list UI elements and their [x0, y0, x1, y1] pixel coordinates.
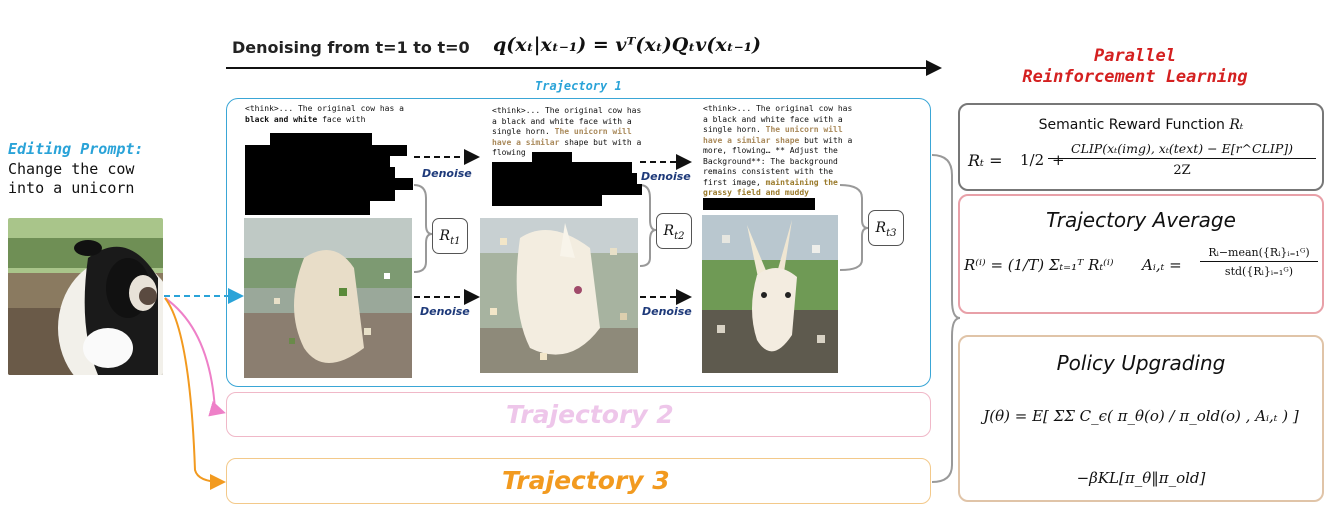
prompt-line-1: Change the cow: [8, 160, 135, 178]
arrow-to-trajectory-2: [164, 297, 226, 417]
policy-kl-term: −βKL[π_θ‖π_old]: [1076, 469, 1206, 487]
think-1-prefix: <think>... The original cow has a: [245, 104, 404, 113]
rl-title-line-2: Reinforcement Learning: [1022, 67, 1248, 87]
semantic-reward-panel: Semantic Reward Function Rₜ Rₜ = 1/2 + C…: [958, 103, 1324, 191]
source-cow-image: [8, 218, 163, 375]
trajectory-1-label: Trajectory 1: [535, 79, 622, 93]
semantic-reward-title-var: Rₜ: [1229, 117, 1244, 133]
denoise-label-image-1: Denoise: [420, 305, 470, 318]
reward-t2-sub: t2: [674, 230, 685, 242]
reward-t3-base: R: [875, 220, 887, 236]
denoise-image-step-1: [244, 218, 412, 378]
redaction-2b: [492, 162, 632, 173]
transition-formula: q(xₜ|xₜ₋₁) = vᵀ(xₜ)Qₜv(xₜ₋₁): [493, 34, 762, 56]
redaction-1a: [270, 133, 372, 145]
advantage-numerator: Rᵢ−mean({Rᵢ}ᵢ₌₁ᴳ): [1200, 246, 1318, 262]
reward-lhs: Rₜ =: [968, 151, 1003, 170]
think-text-step-2: <think>... The original cow has a black …: [492, 106, 642, 159]
trajectory-average-panel: Trajectory Average R⁽ⁱ⁾ = (1/T) Σₜ₌₁ᵀ Rₜ…: [958, 194, 1324, 314]
rl-title-line-1: Parallel: [1094, 46, 1176, 66]
denoise-label-text-1: Denoise: [422, 167, 472, 180]
advantage-lhs: Aᵢ,ₜ =: [1142, 256, 1182, 274]
parallel-rl-title: Parallel Reinforcement Learning: [1010, 46, 1260, 88]
reward-plus: +: [1052, 151, 1065, 169]
reward-box-t1: Rt1: [432, 218, 468, 254]
prompt-line-2: into a unicorn: [8, 179, 135, 197]
trajectory-2-label: Trajectory 2: [506, 400, 674, 429]
arrow-to-trajectory-3: [164, 297, 226, 490]
trajectory-3-label: Trajectory 3: [502, 466, 670, 495]
redaction-1e: [245, 178, 413, 190]
editing-prompt-label: Editing Prompt:: [8, 140, 144, 158]
reward-box-t2: Rt2: [656, 213, 692, 249]
redaction-2a: [532, 152, 572, 162]
think-2-tail: flowing: [492, 148, 526, 157]
denoise-label-text-2: Denoise: [641, 170, 691, 183]
advantage-denominator: std({Rᵢ}ᵢ₌₁ᴳ): [1224, 265, 1294, 278]
denoise-label-image-2: Denoise: [642, 305, 692, 318]
think-2-prefix: <think>... The original cow has a black …: [492, 106, 642, 136]
think-text-step-3: <think>... The original cow has a black …: [703, 104, 853, 199]
trajectories-bracket: [931, 154, 961, 483]
redaction-1g: [245, 201, 370, 215]
reward-t1-base: R: [439, 228, 451, 244]
trajectory-2-box: [226, 392, 931, 437]
redaction-1c: [245, 156, 390, 167]
think-3-olive: maintaining the grassy field and muddy: [703, 177, 838, 198]
think-3-mid: but with a more, flowing… ** Adjust the …: [703, 135, 853, 187]
think-1-bold: black and white: [245, 114, 318, 124]
reward-t2-base: R: [663, 223, 675, 239]
redaction-2c: [492, 173, 637, 184]
reward-t3-sub: t3: [886, 227, 897, 239]
reward-denominator: 2Z: [1173, 163, 1191, 178]
reward-t1-sub: t1: [450, 235, 461, 247]
redaction-1b: [245, 145, 407, 156]
policy-upgrading-panel: Policy Upgrading J(θ) = E[ ΣΣ C_ϵ( π_θ(o…: [958, 335, 1324, 502]
denoise-image-step-3: [702, 215, 838, 373]
policy-upgrading-title: Policy Upgrading: [1056, 351, 1226, 375]
trajectory-average-formula: R⁽ⁱ⁾ = (1/T) Σₜ₌₁ᵀ Rₜ⁽ⁱ⁾: [964, 256, 1114, 274]
reward-numerator: CLIP(xₜ(img), xₜ(text) − E[r^CLIP]): [1048, 141, 1316, 159]
reward-box-t3: Rt3: [868, 210, 904, 246]
think-2-suffix: shape but with a: [559, 137, 642, 147]
trajectory-1-box: [226, 98, 931, 387]
redaction-1d: [245, 167, 395, 178]
think-1-suffix: face with: [317, 114, 366, 124]
redaction-2e: [492, 195, 602, 206]
redaction-2d: [492, 184, 642, 195]
redaction-1f: [245, 190, 395, 201]
trajectory-average-title: Trajectory Average: [1046, 208, 1236, 232]
think-3-gold: The unicorn will have a similar shape: [703, 125, 843, 145]
think-text-step-1: <think>... The original cow has a black …: [245, 104, 405, 125]
semantic-reward-title: Semantic Reward Function Rₜ: [960, 117, 1322, 133]
trajectory-3-box: [226, 458, 931, 504]
redaction-3a: [703, 198, 815, 210]
semantic-reward-title-text: Semantic Reward Function: [1038, 117, 1225, 133]
think-3-prefix: <think>... The original cow has a black …: [703, 104, 853, 134]
denoise-image-step-2: [480, 218, 638, 373]
think-2-gold: The unicorn will have a similar: [492, 127, 632, 147]
reward-half: 1/2: [1020, 151, 1045, 169]
denoising-process-label: Denoising from t=1 to t=0: [232, 38, 470, 57]
editing-prompt-text: Change the cow into a unicorn: [8, 160, 134, 198]
policy-objective: J(θ) = E[ ΣΣ C_ϵ( π_θ(o) / π_old(o) , Aᵢ…: [983, 407, 1299, 425]
